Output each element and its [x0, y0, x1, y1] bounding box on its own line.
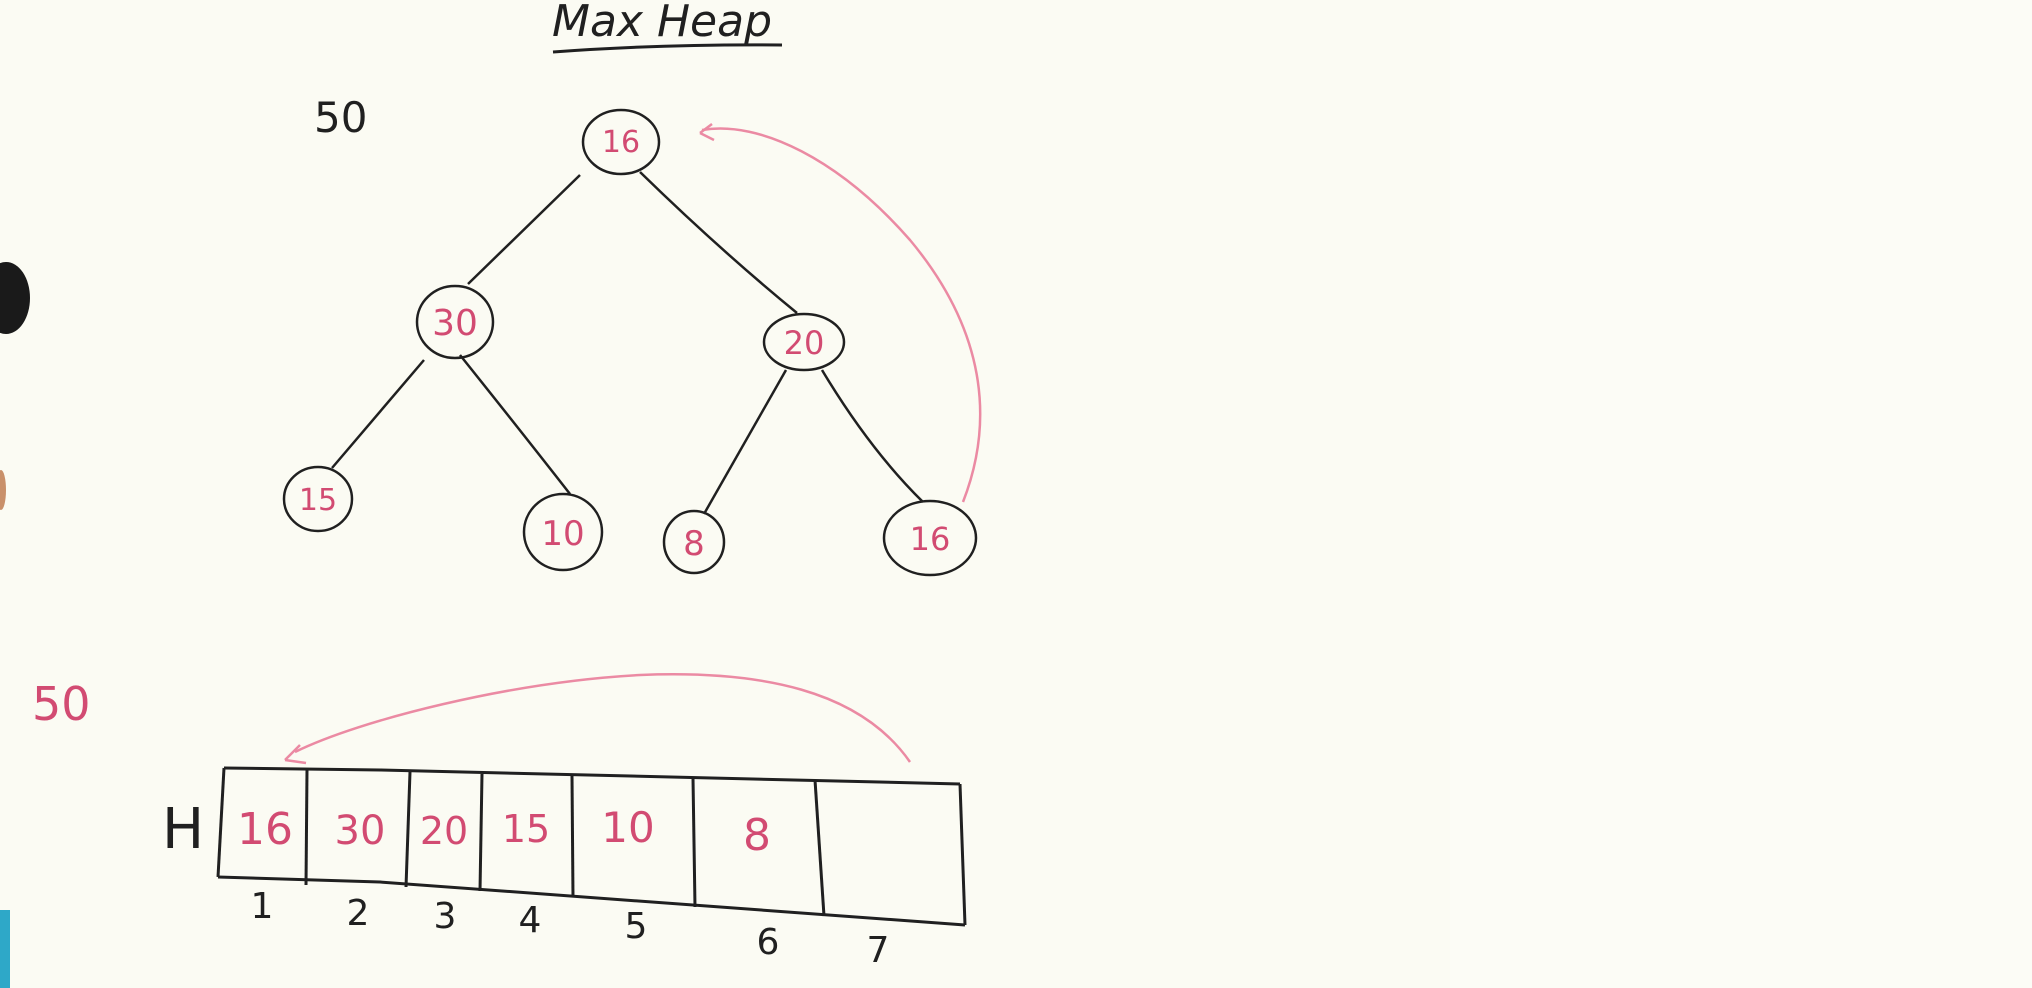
tree-node-right-right: 16 [882, 499, 978, 577]
array-left-edge [216, 767, 226, 878]
tree-swap-arrow [701, 127, 982, 503]
node-circle [282, 465, 354, 533]
array-index-5: 5 [625, 906, 648, 947]
array-swap-arrowhead [284, 744, 307, 765]
tree-node-right-left: 8 [662, 509, 726, 575]
edge-right-rightright [820, 369, 924, 503]
array-index-3: 3 [434, 896, 457, 937]
side-note-black: 50 [314, 93, 367, 142]
title-underline [552, 43, 783, 54]
tree-edges [331, 171, 924, 515]
node-value: 10 [541, 514, 584, 554]
edge-right-rightleft [702, 369, 788, 515]
divider-3 [478, 773, 484, 892]
node-circle [522, 492, 604, 572]
node-value: 30 [432, 303, 478, 344]
divider-2 [404, 771, 412, 888]
tree-node-left-left: 15 [282, 465, 354, 533]
edge-left-leftright [459, 354, 571, 495]
divider-1 [304, 769, 309, 886]
tree-node-left: 30 [415, 284, 495, 360]
tree-node-root: 16 [581, 108, 661, 176]
node-circle [762, 312, 846, 372]
node-circle [581, 108, 661, 176]
array-cell-5-value: 10 [601, 803, 654, 852]
divider-5 [691, 777, 697, 908]
person-sleeve [0, 910, 10, 988]
array-label: H [162, 797, 204, 862]
array-index-1: 1 [251, 886, 274, 927]
node-value: 16 [602, 125, 640, 160]
array-top-edge [223, 766, 961, 786]
edge-root-right [639, 171, 798, 314]
array-cell-2-value: 30 [335, 808, 386, 854]
array-index-4: 4 [519, 900, 542, 941]
board-glare [1450, 0, 2032, 988]
array-bottom-edge [217, 875, 966, 927]
tree-node-left-right: 10 [522, 492, 604, 572]
tree-node-right: 20 [762, 312, 846, 372]
person-hair [0, 262, 30, 334]
array-index-7: 7 [867, 930, 890, 971]
array-right-edge [958, 783, 967, 926]
array-box [216, 766, 967, 927]
node-circle [882, 499, 978, 577]
divider-4 [570, 775, 575, 898]
node-circle [662, 509, 726, 575]
array-cell-1-value: 16 [237, 804, 293, 855]
array-cell-6-value: 8 [743, 810, 771, 861]
side-note-red: 50 [32, 677, 91, 731]
person-hand [0, 470, 6, 510]
node-value: 16 [910, 520, 951, 558]
array-index-6: 6 [757, 922, 780, 963]
node-value: 8 [683, 524, 705, 564]
array-cell-3-value: 20 [420, 809, 468, 853]
array-index-2: 2 [347, 893, 370, 934]
edge-left-leftleft [331, 359, 425, 469]
array-cell-4-value: 15 [502, 807, 550, 851]
tree-swap-arrowhead [699, 123, 715, 142]
edge-root-left [467, 174, 581, 285]
page-title: Max Heap [552, 0, 772, 47]
divider-6 [813, 779, 826, 917]
node-value: 15 [299, 483, 337, 518]
array-swap-arrow [294, 673, 912, 763]
node-value: 20 [784, 324, 825, 362]
node-circle [415, 284, 495, 360]
